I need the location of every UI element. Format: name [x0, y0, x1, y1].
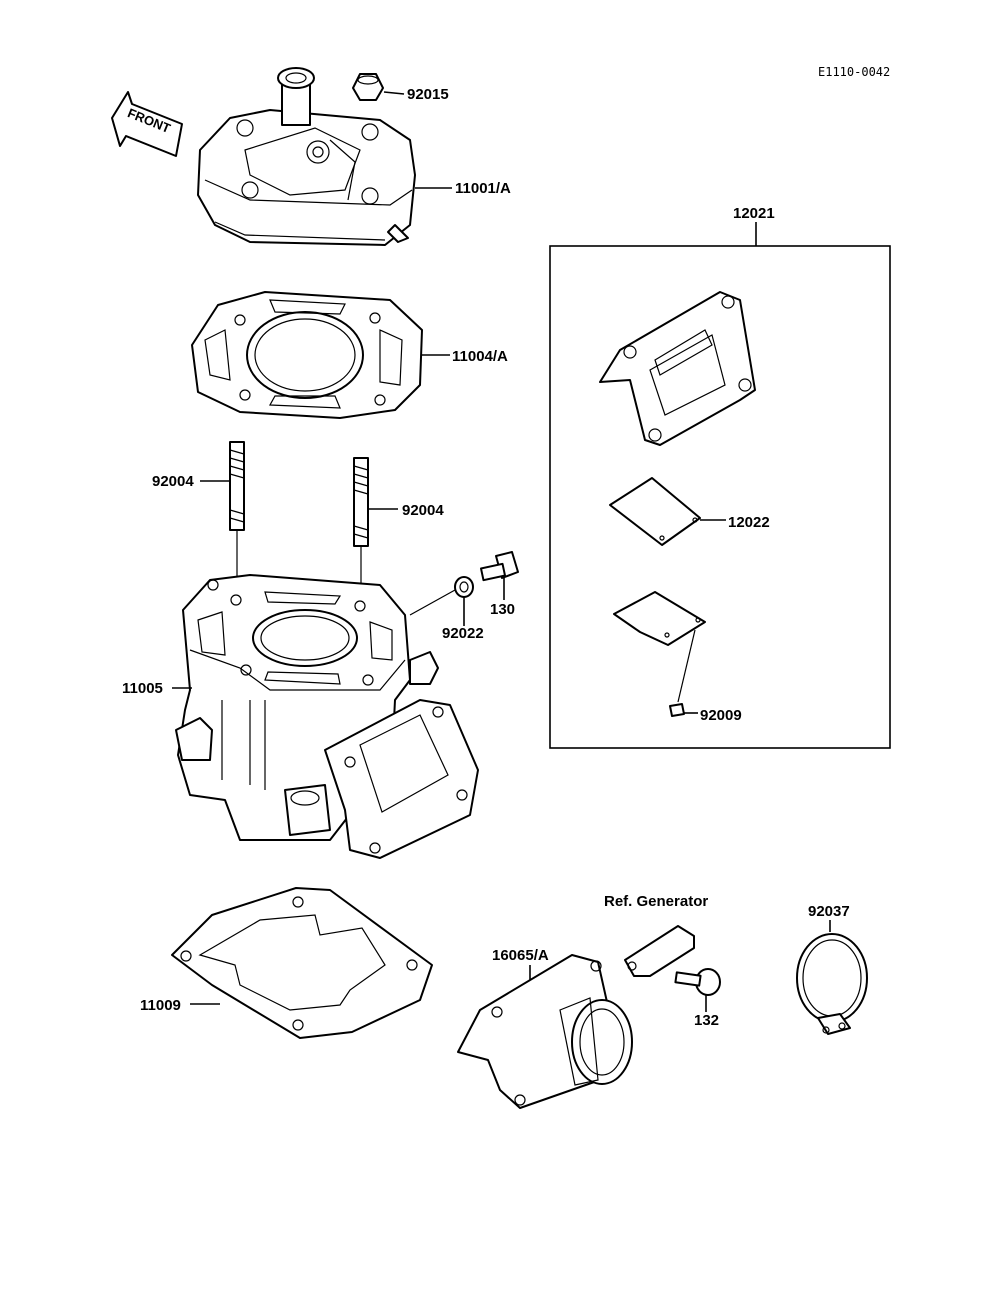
clamp-92037 [796, 933, 868, 1035]
reed-petal-12022 [609, 477, 726, 546]
label-92037: 92037 [808, 903, 850, 920]
intake-manifold-16065 [457, 954, 633, 1109]
front-arrow-icon: FRONT [111, 91, 183, 157]
bolt-132 [674, 968, 721, 1012]
label-92015: 92015 [407, 86, 449, 103]
head-gasket-11004 [191, 291, 450, 419]
washer-92022 [409, 576, 474, 626]
label-11004: 11004/A [452, 348, 508, 365]
cylinder-head-11001 [197, 67, 452, 246]
label-130: 130 [490, 601, 515, 618]
label-12022: 12022 [728, 514, 770, 531]
generator-bracket [624, 925, 695, 977]
bolt-130 [479, 551, 519, 600]
label-11009: 11009 [140, 997, 181, 1014]
label-132: 132 [694, 1012, 719, 1029]
label-92004-left: 92004 [152, 473, 194, 490]
label-11005: 11005 [122, 680, 163, 697]
reed-valve-assembly-12021 [549, 222, 891, 749]
stud-92004-left [200, 441, 245, 590]
label-11001: 11001/A [455, 180, 511, 197]
cylinder-11005 [172, 574, 479, 859]
label-ref-generator: Ref. Generator [604, 893, 708, 910]
label-92009: 92009 [700, 707, 742, 724]
reed-stopper [613, 591, 706, 703]
label-16065: 16065/A [492, 947, 549, 964]
diagram-code: E1110-0042 [818, 65, 890, 79]
label-12021: 12021 [733, 205, 775, 222]
label-92004-right: 92004 [402, 502, 444, 519]
stud-92004-right [353, 457, 398, 604]
reed-block [599, 291, 756, 446]
screw-92009 [669, 703, 698, 717]
nut-92015 [352, 73, 405, 101]
label-92022: 92022 [442, 625, 484, 642]
base-gasket-11009 [171, 887, 433, 1039]
